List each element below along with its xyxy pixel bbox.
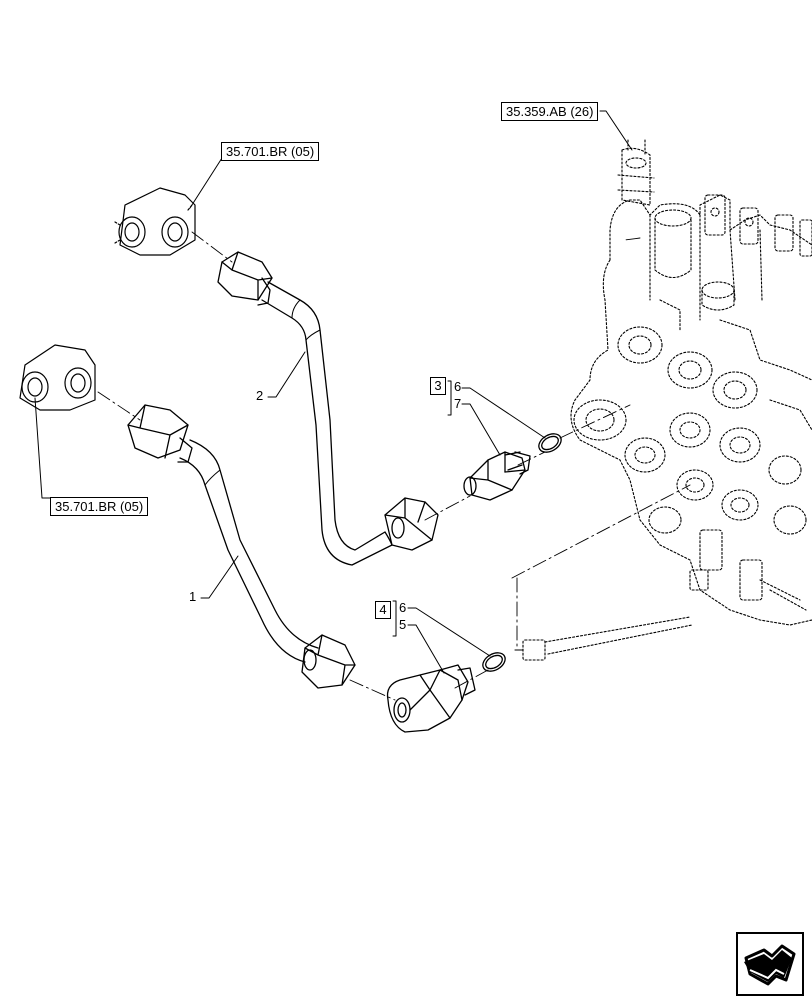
tube-2 [217, 251, 439, 566]
sensor-rod [514, 616, 693, 661]
straight-adapter [463, 451, 531, 501]
leader-lines [34, 110, 633, 674]
reference-label-top-right[interactable]: 35.359.AB (26) [501, 102, 599, 121]
callout-group-4-box: 4 [375, 601, 391, 619]
callout-group-3-box: 3 [430, 377, 446, 395]
elbow-fitting-left [19, 344, 96, 411]
reference-label-top-left[interactable]: 35.701.BR (05) [221, 142, 320, 161]
callout-group-4-item-6: 6 [399, 600, 407, 615]
callout-group-3-item-6: 6 [454, 379, 462, 394]
callout-group-4-item-5: 5 [399, 617, 407, 632]
elbow-adapter [386, 664, 476, 733]
callout-group-3-item-7: 7 [454, 396, 462, 411]
elbow-fitting-top [114, 187, 196, 256]
tube-1 [127, 404, 356, 689]
callout-item-1: 1 [189, 589, 197, 604]
reference-label-left[interactable]: 35.701.BR (05) [50, 497, 149, 516]
center-lines [97, 231, 691, 701]
o-ring-lower [482, 652, 506, 672]
control-valve-block [570, 139, 812, 626]
next-page-arrow-icon[interactable] [736, 932, 804, 996]
o-ring-upper [538, 433, 562, 453]
callout-item-2: 2 [256, 388, 264, 403]
